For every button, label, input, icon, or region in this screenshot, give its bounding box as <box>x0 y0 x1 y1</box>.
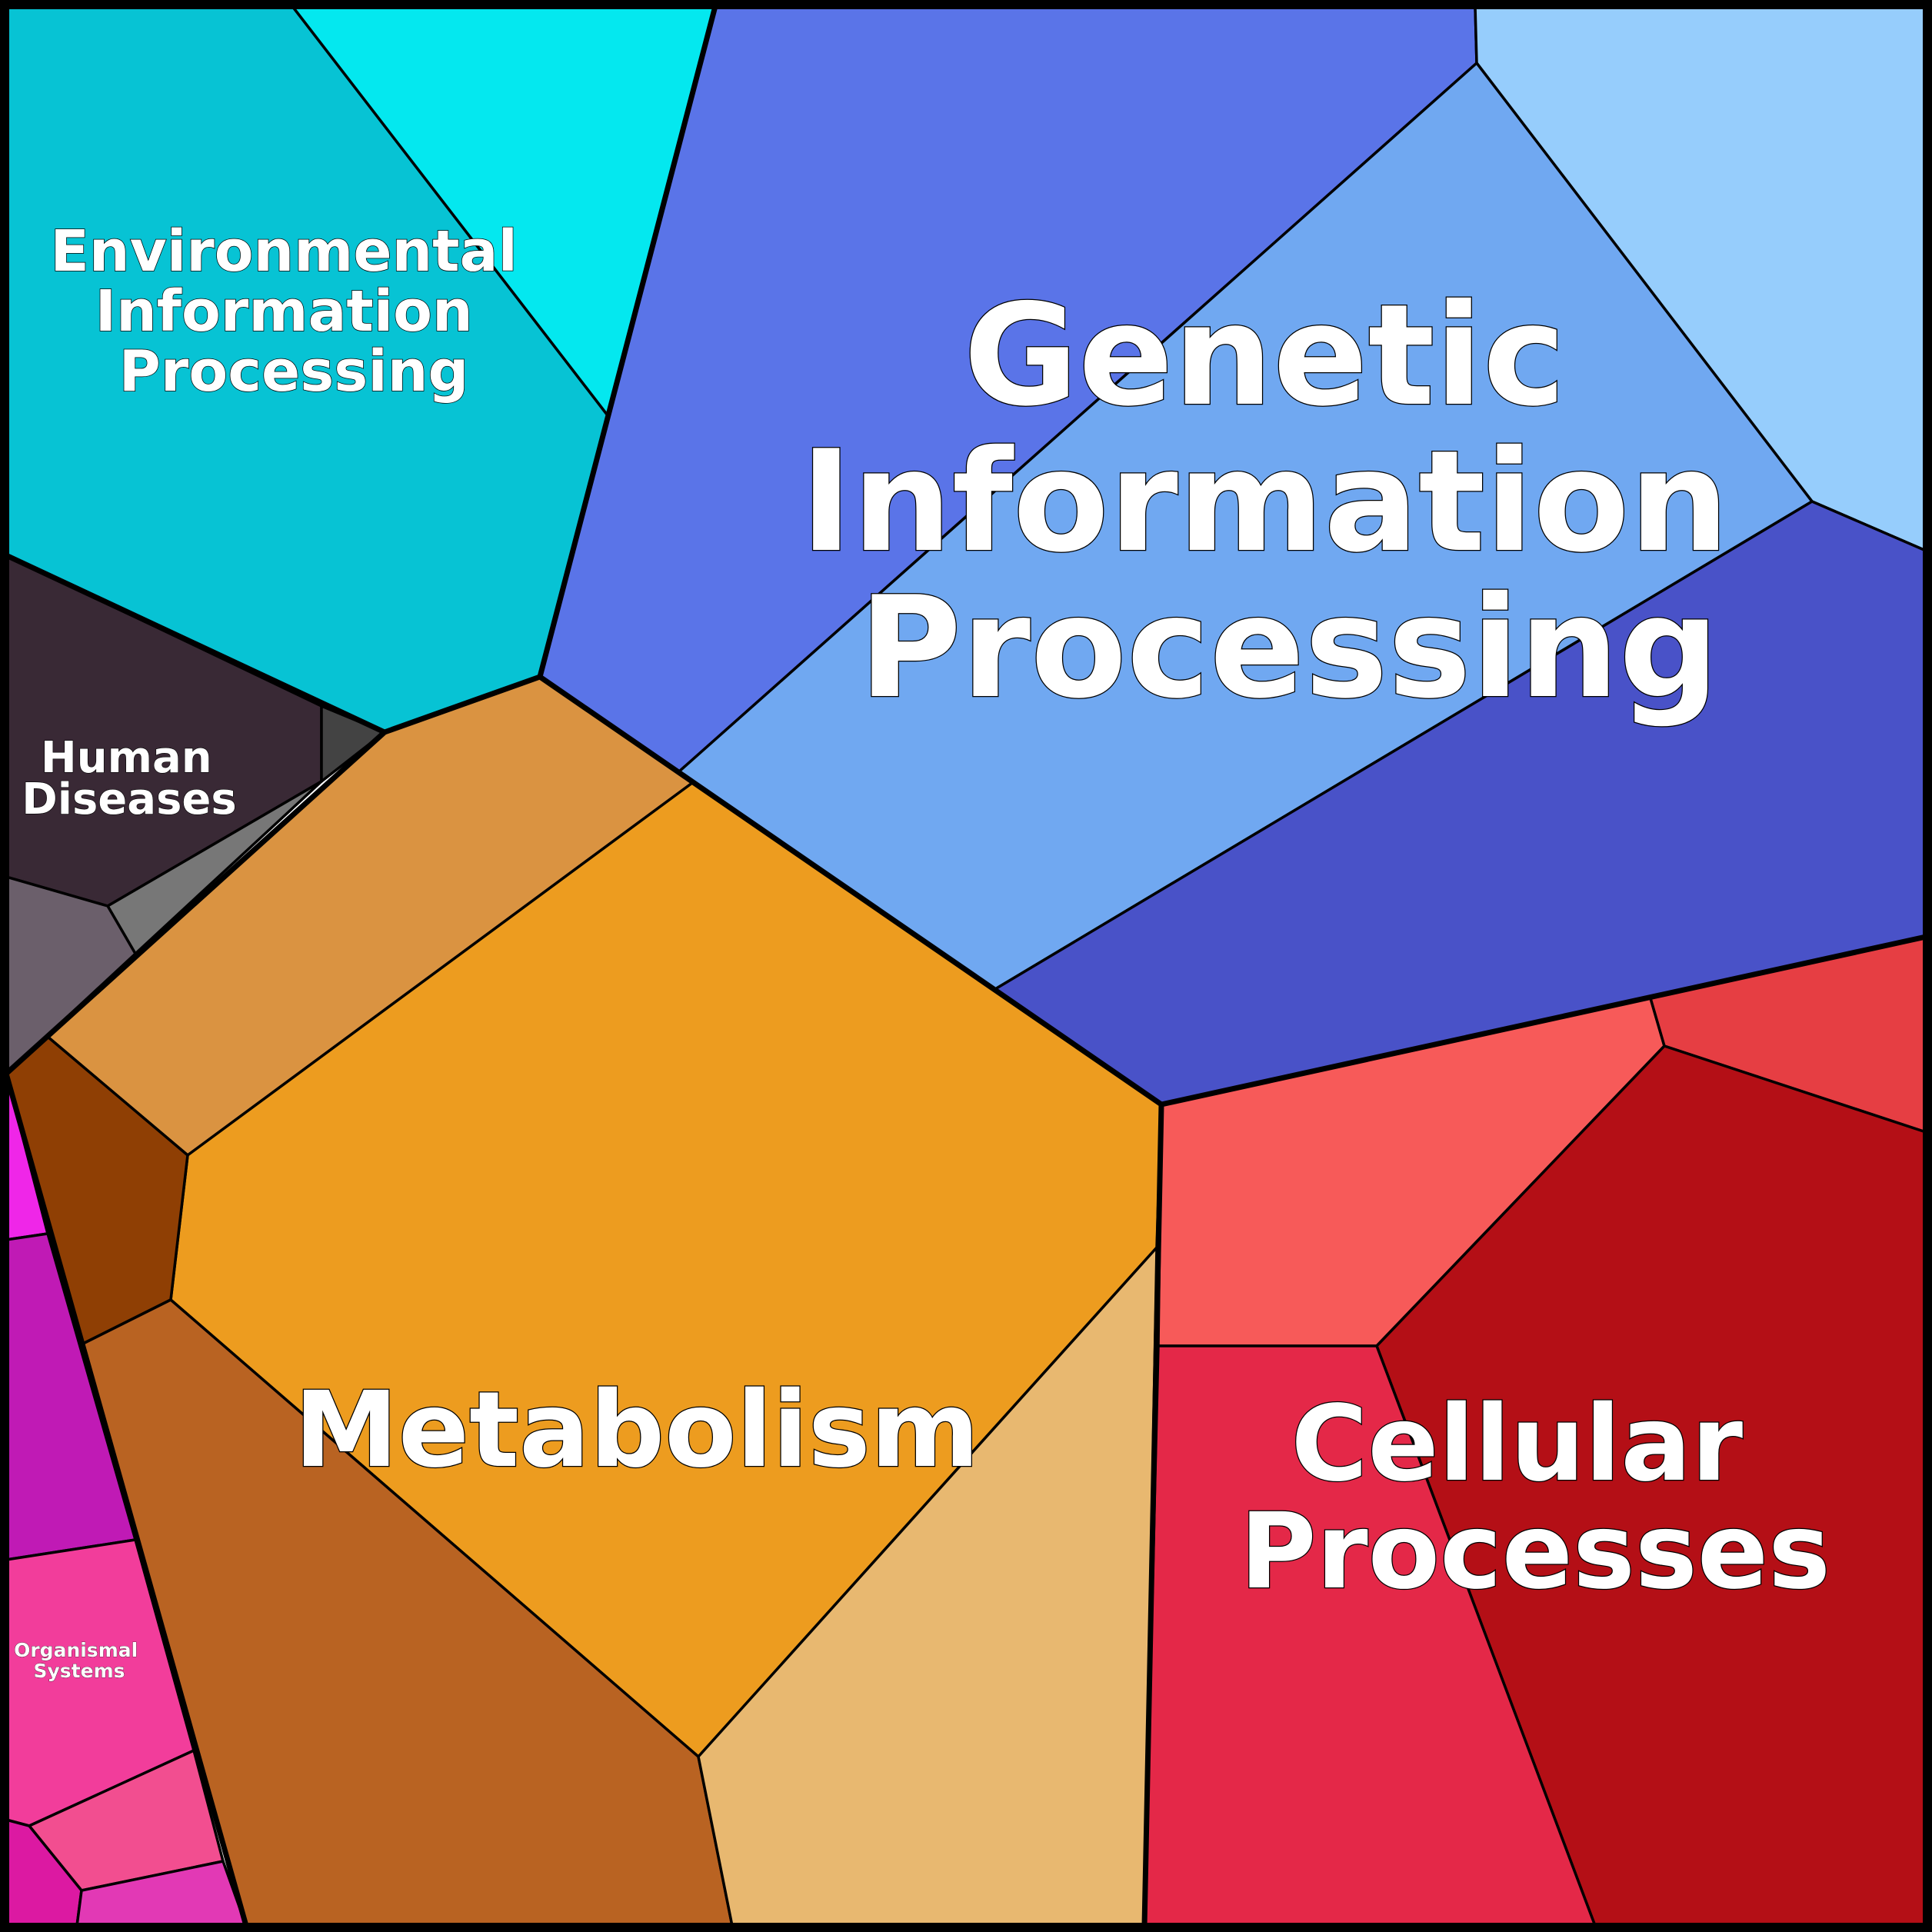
boundary-metabolism-top <box>3 674 1164 1108</box>
label-cellular-line-2: Processes <box>1240 1491 1830 1613</box>
label-organismal-line-2: Systems <box>33 1660 125 1682</box>
label-env-line-2: Information <box>95 278 473 345</box>
category-labels: Environmental Information Processing Gen… <box>14 218 1832 1682</box>
boundary-env-genetic <box>537 3 718 680</box>
boundary-env-human <box>3 552 388 735</box>
label-env-line-1: Environmental <box>50 218 518 285</box>
label-environmental-information-processing: Environmental Information Processing <box>50 218 537 405</box>
label-human-diseases: Human Diseases <box>22 733 236 824</box>
region-metabolism <box>5 675 1163 1927</box>
region-human-diseases <box>5 554 386 1075</box>
label-genetic-line-2: Information <box>800 420 1729 583</box>
label-metabolism: Metabolism <box>294 1370 979 1491</box>
label-organismal-systems: Organismal Systems <box>14 1639 145 1682</box>
label-cellular-processes: Cellular Processes <box>1240 1384 1830 1613</box>
label-env-line-3: Processing <box>119 338 469 405</box>
label-genetic-information-processing: Genetic Information Processing <box>800 274 1777 729</box>
region-genetic-information-processing <box>538 5 1927 1106</box>
region-cellular-processes <box>1143 935 1927 1927</box>
boundary-organismal-metabolism <box>3 1071 249 1929</box>
boundary-metabolism-cellular <box>1141 1101 1164 1929</box>
boundary-genetic-cellular <box>1158 934 1929 1108</box>
label-genetic-line-1: Genetic <box>964 274 1566 437</box>
label-organismal-line-1: Organismal <box>14 1639 138 1661</box>
label-human-line-1: Human <box>41 733 212 783</box>
label-metabolism-line-1: Metabolism <box>294 1370 979 1491</box>
label-genetic-line-3: Processing <box>859 566 1719 729</box>
label-human-line-2: Diseases <box>22 774 236 824</box>
label-cellular-line-1: Cellular <box>1291 1384 1744 1505</box>
